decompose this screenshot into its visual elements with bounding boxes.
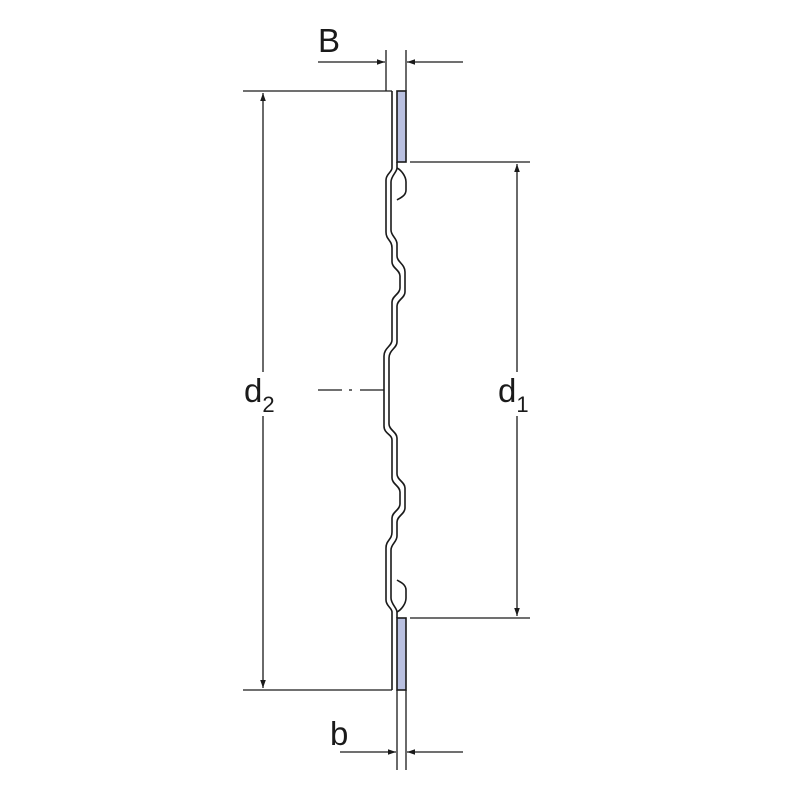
outer-profile <box>383 91 401 690</box>
label-b: b <box>330 715 348 752</box>
d2-label-gap <box>240 372 288 416</box>
inner-profile <box>388 162 406 618</box>
label-d1-subscript: 1 <box>516 392 528 417</box>
label-d2: d2 <box>244 372 275 417</box>
lower-ridge <box>396 579 407 613</box>
label-d2-main: d <box>244 372 262 409</box>
label-d1-main: d <box>498 372 516 409</box>
label-d1: d1 <box>498 372 529 417</box>
washer-section <box>383 90 407 691</box>
lower-face-pad <box>396 617 407 691</box>
extension-lines <box>243 50 530 770</box>
label-d2-subscript: 2 <box>262 392 274 417</box>
d1-label-gap <box>494 372 542 416</box>
label-B: B <box>318 22 340 59</box>
upper-face-pad <box>396 90 407 163</box>
upper-ridge <box>396 167 407 201</box>
